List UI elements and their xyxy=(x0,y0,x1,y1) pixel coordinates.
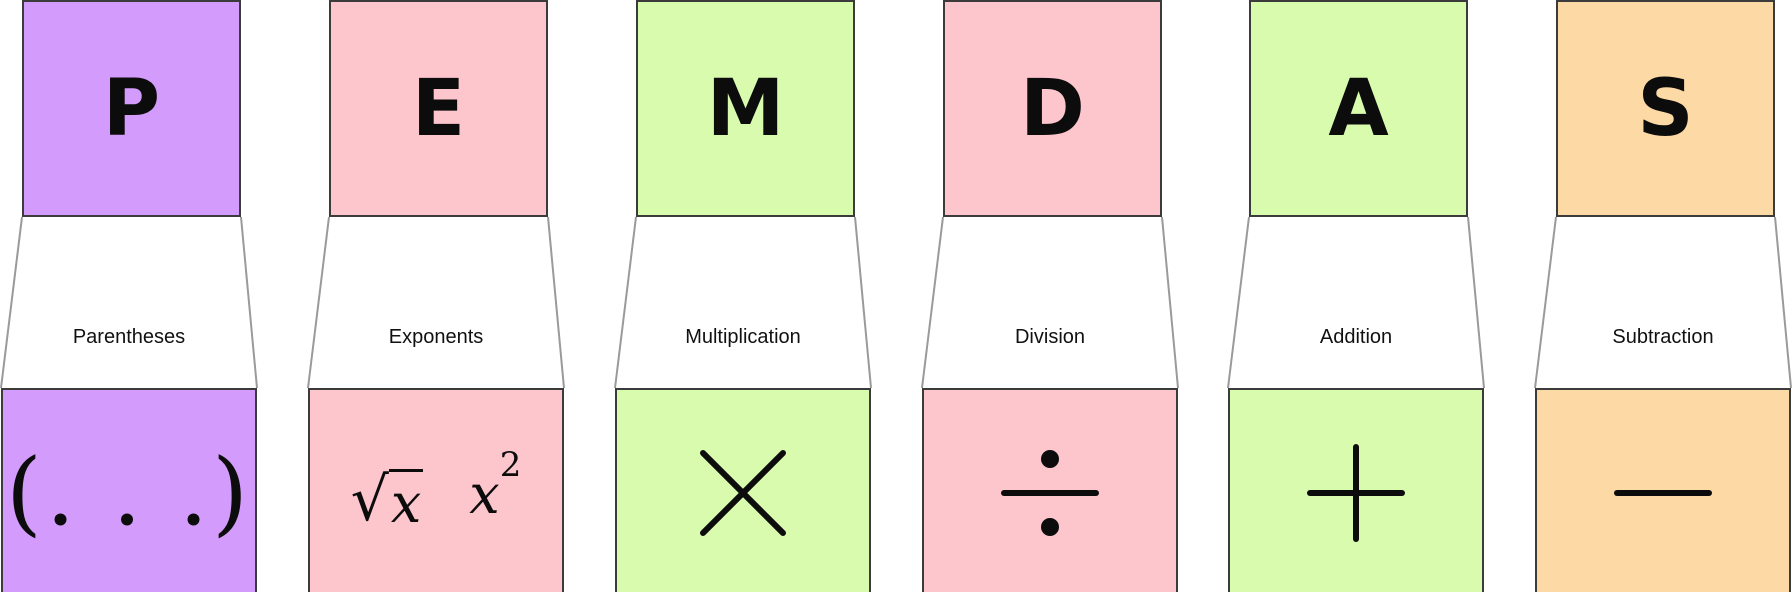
letter-box-d: D xyxy=(943,0,1162,217)
connector-line-addition-right xyxy=(1467,216,1485,389)
connector-line-multiplication-left xyxy=(614,216,637,389)
connector-line-multiplication-right xyxy=(854,216,872,389)
square-root-icon: √x xyxy=(351,463,424,535)
power-base: x xyxy=(469,463,500,526)
plus-icon xyxy=(1307,444,1405,542)
letter-d: D xyxy=(1020,63,1085,154)
multiply-icon xyxy=(700,450,786,536)
letter-s: S xyxy=(1637,63,1694,154)
letter-box-s: S xyxy=(1556,0,1775,217)
symbol-box-addition xyxy=(1228,388,1484,592)
connector-line-exponents-left xyxy=(307,216,330,389)
step-exponents: E Exponents √x x2 xyxy=(308,0,564,592)
power-icon: x2 xyxy=(469,445,521,526)
letter-p: P xyxy=(102,63,161,154)
connector-line-division-left xyxy=(921,216,944,389)
letter-box-e: E xyxy=(329,0,548,217)
label-parentheses: Parentheses xyxy=(72,326,186,348)
symbol-box-parentheses: (. . .) xyxy=(1,388,257,592)
label-subtraction: Subtraction xyxy=(1612,326,1714,348)
step-multiplication: M Multiplication xyxy=(615,0,871,592)
connector-line-parentheses-right xyxy=(240,216,258,389)
connector-line-parentheses-left xyxy=(0,216,23,389)
label-division: Division xyxy=(1014,326,1086,348)
letter-e: E xyxy=(411,63,466,154)
step-division: D Division xyxy=(922,0,1178,592)
letter-box-p: P xyxy=(22,0,241,217)
connector-line-addition-left xyxy=(1227,216,1250,389)
connector-line-subtraction-right xyxy=(1774,216,1792,389)
connector-line-division-right xyxy=(1161,216,1179,389)
label-multiplication: Multiplication xyxy=(685,326,801,348)
letter-box-m: M xyxy=(636,0,855,217)
label-addition: Addition xyxy=(1319,326,1393,348)
power-exponent: 2 xyxy=(499,445,522,485)
exponents-icon: √x x2 xyxy=(351,445,522,535)
connector-line-subtraction-left xyxy=(1534,216,1557,389)
radical-sign: √ xyxy=(350,465,389,535)
symbol-box-exponents: √x x2 xyxy=(308,388,564,592)
symbol-box-division xyxy=(922,388,1178,592)
step-addition: A Addition xyxy=(1228,0,1484,592)
parentheses-icon: (. . .) xyxy=(5,439,252,546)
divide-icon xyxy=(1001,450,1099,536)
radicand: x xyxy=(388,469,424,535)
label-exponents: Exponents xyxy=(388,326,484,348)
letter-m: M xyxy=(706,63,785,154)
symbol-box-subtraction xyxy=(1535,388,1791,592)
step-parentheses: P Parentheses (. . .) xyxy=(1,0,257,592)
connector-line-exponents-right xyxy=(547,216,565,389)
step-subtraction: S Subtraction xyxy=(1535,0,1791,592)
letter-a: A xyxy=(1328,63,1389,154)
symbol-box-multiplication xyxy=(615,388,871,592)
minus-icon xyxy=(1614,490,1712,496)
letter-box-a: A xyxy=(1249,0,1468,217)
